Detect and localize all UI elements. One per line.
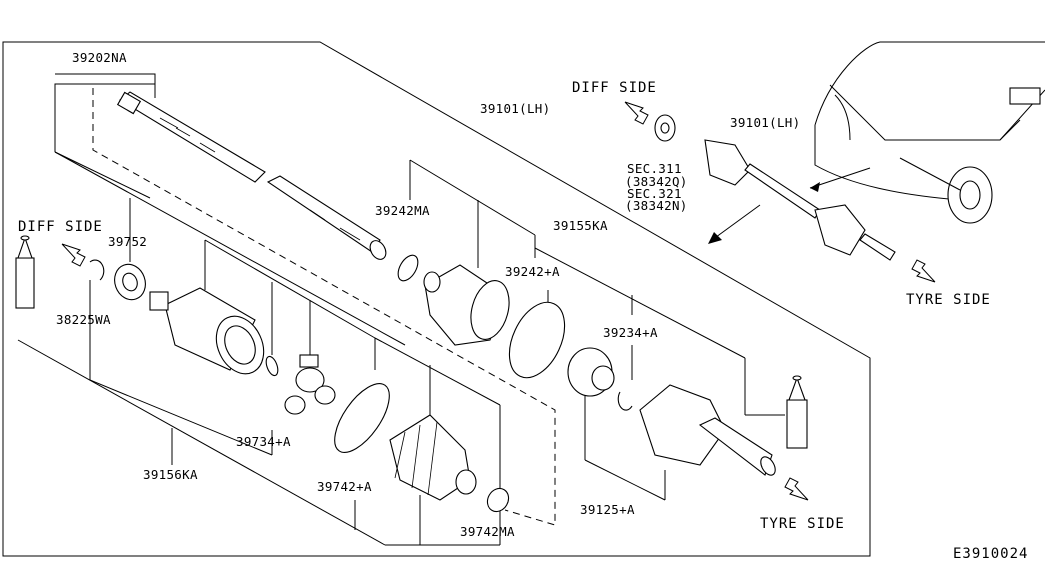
part-39742MA: 39742MA [460,524,515,539]
part-39156KA: 39156KA [143,467,198,482]
part-39742A: 39742+A [317,479,372,494]
part-39125A: 39125+A [580,502,635,517]
clamp-39742MA [486,487,510,513]
boot-band-39242A [508,301,566,379]
part-39734A: 39734+A [236,434,291,449]
diff-side-label-top: DIFF SIDE [572,80,657,96]
leader-box-shaft [54,73,156,152]
arrow-tyre-bottom [784,477,809,501]
boot-outer [423,264,510,346]
boot-band-39742A [334,383,390,453]
part-39202NA: 39202NA [72,50,127,65]
grease-tube-left [15,235,35,309]
diagram-code: E3910024 [953,546,1028,562]
part-39242MA: 39242MA [375,203,430,218]
tyre-side-label-top: TYRE SIDE [906,292,991,308]
grease-tube-right [786,375,808,449]
ring-39242MA [397,254,419,282]
part-39155KA: 39155KA [553,218,608,233]
shaft-39202NA [116,91,387,260]
part-39242A: 39242+A [505,264,560,279]
circlip-39234A [617,391,633,411]
bearing-cage [567,347,615,397]
divider-lower [17,339,386,546]
part-39752: 39752 [108,234,147,249]
sec-311: SEC.311 [627,161,682,176]
inset-shaft-assembly [654,114,896,261]
dashed-outline [92,88,556,526]
sec-321-code: (38342N) [625,198,688,213]
divider-upper [54,151,406,346]
arrow-tyre-top [911,259,936,283]
vehicle-front-sketch [814,41,1045,224]
tyre-side-label-bottom: TYRE SIDE [760,516,845,532]
direction-arrows [708,167,871,244]
circlip-39734A [265,355,279,377]
part-38225WA: 38225WA [56,312,111,327]
arrow-diff-left [61,243,86,267]
snap-ring-38225WA [89,259,105,281]
sec-311-code: (38342Q) [625,174,688,189]
part-39101LH-inset: 39101(LH) [730,115,800,130]
joint-housing-39156KA [149,287,265,375]
spider-assembly [284,354,336,415]
arrow-diff-top [624,101,649,125]
seal-39752 [114,263,146,301]
diff-side-label-left: DIFF SIDE [18,219,103,235]
part-39101LH: 39101(LH) [480,101,550,116]
diagram-frame [2,41,871,557]
outer-joint-39125A [639,384,776,476]
boot-inner [389,414,477,501]
sec-321: SEC.321 [627,186,682,201]
part-39234A: 39234+A [603,325,658,340]
